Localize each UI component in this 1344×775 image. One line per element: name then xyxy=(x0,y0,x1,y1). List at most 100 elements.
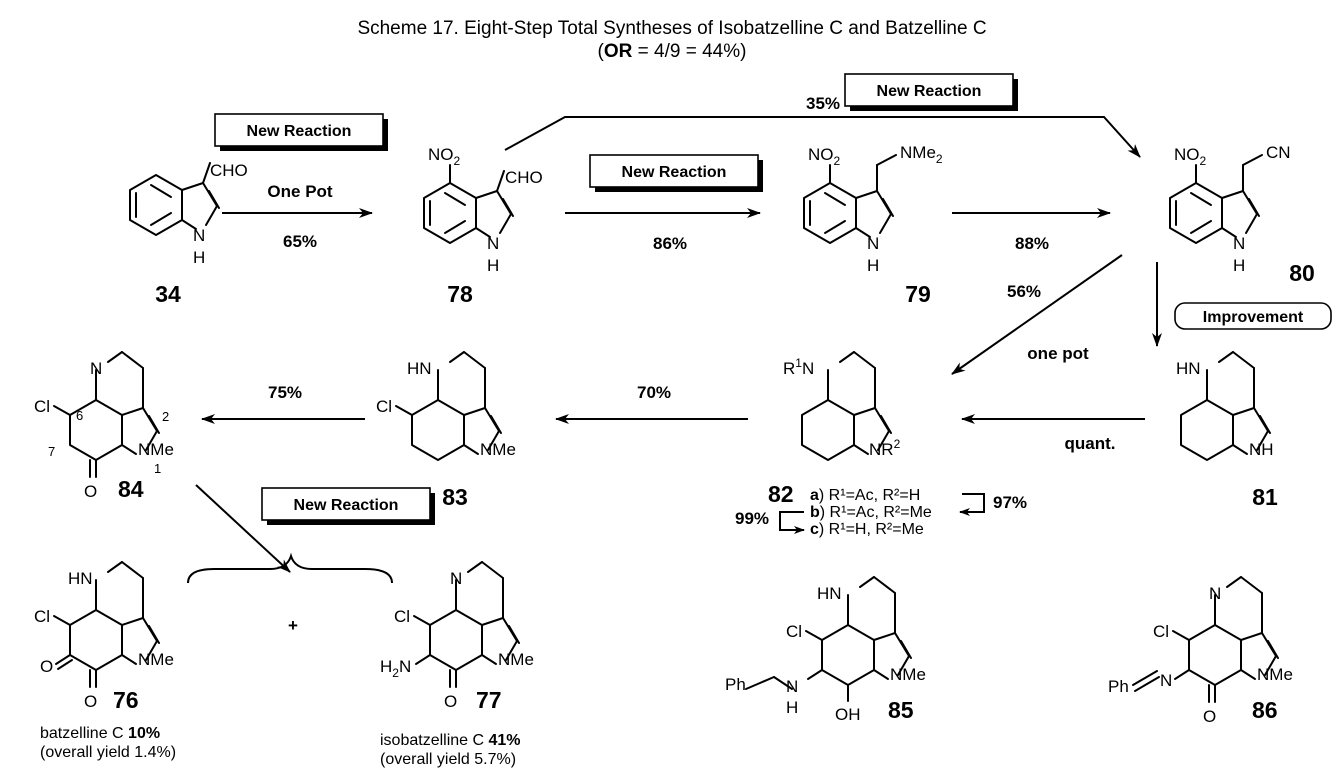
scheme-subtitle: (OR = 4/9 = 44%) xyxy=(598,41,747,62)
cond-82a-82b: 97% xyxy=(993,493,1027,512)
cond-78-80: 35% xyxy=(806,94,840,113)
c34-nh-h: H xyxy=(193,248,205,267)
c82-variant-c: c) R¹=H, R²=Me xyxy=(810,521,924,538)
c82-variant-a: a) R¹=Ac, R²=H xyxy=(810,487,920,504)
batzelline-yield: batzelline C 10% xyxy=(40,725,160,742)
c81-hn: HN xyxy=(1176,359,1201,378)
cond-79-80: 88% xyxy=(1015,234,1049,253)
compound-83-label: 83 xyxy=(442,484,468,510)
svg-text:New Reaction: New Reaction xyxy=(622,164,727,181)
c76-o2: O xyxy=(84,692,97,711)
c78-nh-h: H xyxy=(487,256,499,275)
compound-82-label: 82 xyxy=(768,481,794,507)
c86-cl: Cl xyxy=(1153,622,1169,641)
c85-oh: OH xyxy=(835,705,861,724)
compound-78-label: 78 xyxy=(447,281,473,307)
c76-nme: NMe xyxy=(138,650,174,669)
arrow-82b-82c xyxy=(779,511,805,534)
c84-nme: NMe xyxy=(138,440,174,459)
c86-ph: Ph xyxy=(1108,677,1129,696)
c34-nh-n: N xyxy=(193,226,205,245)
c85-ph: Ph xyxy=(725,675,746,694)
arrow-80-82 xyxy=(951,254,1123,375)
compound-83-structure xyxy=(395,351,502,461)
c83-cl: Cl xyxy=(376,397,392,416)
c85-nh-n: N xyxy=(786,677,798,696)
c84-pos1: 1 xyxy=(154,461,161,476)
compound-34-label: 34 xyxy=(155,281,181,307)
c86-n2: N xyxy=(1160,671,1172,690)
c81-nh: NH xyxy=(1249,440,1274,459)
c82-nr2: NR2 xyxy=(869,437,901,459)
c82-r1n: R1N xyxy=(783,356,814,378)
c84-pos6: 6 xyxy=(76,408,83,423)
c84-pos2: 2 xyxy=(162,409,169,424)
isobatzelline-yield: isobatzelline C 41% xyxy=(380,732,521,749)
compound-79-label: 79 xyxy=(905,281,931,307)
c77-cl: Cl xyxy=(394,607,410,626)
c86-nme: NMe xyxy=(1257,665,1293,684)
cond-83-84: 75% xyxy=(268,383,302,402)
c84-o: O xyxy=(84,482,97,501)
c83-nme: NMe xyxy=(480,440,516,459)
compound-76-label: 76 xyxy=(113,687,139,713)
batzelline-overall: (overall yield 1.4%) xyxy=(40,744,176,761)
compound-80-label: 80 xyxy=(1289,260,1315,286)
compound-77-structure xyxy=(413,561,520,688)
cond-78-79: 86% xyxy=(653,234,687,253)
c85-nme: NMe xyxy=(890,665,926,684)
c85-hn: HN xyxy=(817,584,842,603)
c84-n: N xyxy=(90,359,102,378)
compound-34-structure xyxy=(129,162,220,236)
cond-79-82-note: one pot xyxy=(1027,344,1089,363)
cond-34-78-yield: 65% xyxy=(283,232,317,251)
cond-34-78-top: One Pot xyxy=(267,182,333,201)
arrow-78-80 xyxy=(504,116,1141,158)
c77-n: N xyxy=(450,569,462,588)
c79-no2: NO2 xyxy=(808,145,841,168)
cond-82-83: 70% xyxy=(637,383,671,402)
c84-pos7: 7 xyxy=(48,444,55,459)
c80-nh-n: N xyxy=(1233,234,1245,253)
c77-h2n: H2N xyxy=(380,657,411,680)
new-reaction-badge-2: New Reaction xyxy=(589,154,764,193)
c80-nh-h: H xyxy=(1233,256,1245,275)
svg-text:New Reaction: New Reaction xyxy=(294,497,399,514)
c79-nme2: NMe2 xyxy=(900,143,943,166)
isobatzelline-overall: (overall yield 5.7%) xyxy=(380,751,516,768)
c76-hn: HN xyxy=(68,569,93,588)
compound-81-label: 81 xyxy=(1252,484,1278,510)
svg-text:New Reaction: New Reaction xyxy=(877,83,982,100)
c85-nh-h: H xyxy=(786,698,798,717)
c76-o1: O xyxy=(40,657,53,676)
new-reaction-badge-4: New Reaction xyxy=(261,487,436,526)
plus-sign: + xyxy=(288,616,298,635)
c80-cn: CN xyxy=(1266,143,1291,162)
compound-76-structure xyxy=(53,561,160,688)
compound-84-label: 84 xyxy=(118,476,144,502)
arrow-84-products xyxy=(195,484,291,573)
c80-no2: NO2 xyxy=(1174,145,1207,168)
scheme-title: Scheme 17. Eight-Step Total Syntheses of… xyxy=(357,18,986,39)
c77-o: O xyxy=(444,692,457,711)
svg-text:Improvement: Improvement xyxy=(1203,309,1304,326)
arrow-82a-82b xyxy=(959,493,985,516)
compound-79-structure xyxy=(803,154,897,244)
compound-84-structure xyxy=(53,351,160,478)
c78-cho: CHO xyxy=(505,168,543,187)
compound-86-structure xyxy=(1132,576,1279,703)
c76-cl: Cl xyxy=(34,607,50,626)
c77-nme: NMe xyxy=(498,650,534,669)
c79-nh-n: N xyxy=(867,234,879,253)
c82-variant-b: b) R¹=Ac, R²=Me xyxy=(810,504,932,521)
compound-78-structure xyxy=(423,164,514,244)
c78-no2: NO2 xyxy=(428,145,461,168)
c79-nh-h: H xyxy=(867,256,879,275)
compound-85-label: 85 xyxy=(888,697,914,723)
new-reaction-badge-3: New Reaction xyxy=(844,73,1019,112)
compound-77-label: 77 xyxy=(476,687,502,713)
c83-hn: HN xyxy=(407,359,432,378)
c78-nh-n: N xyxy=(487,234,499,253)
cond-81-82: quant. xyxy=(1065,434,1116,453)
